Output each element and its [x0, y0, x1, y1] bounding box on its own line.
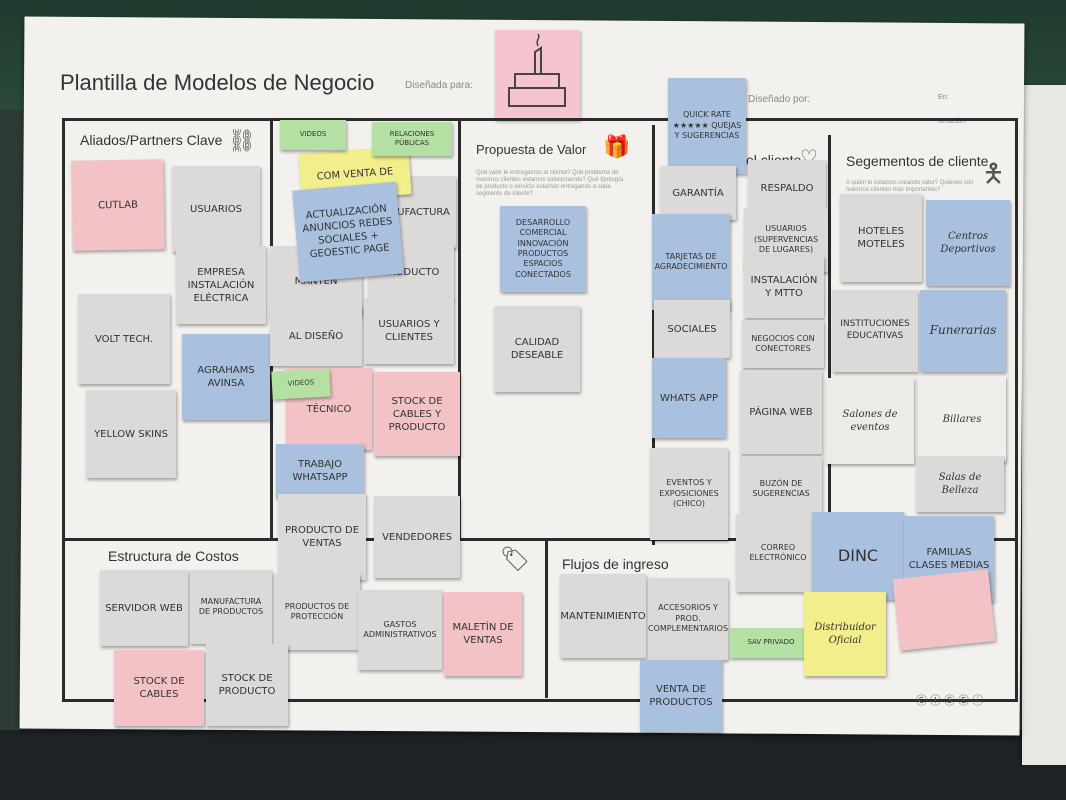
- sticky-note-funerarias: Funerarias: [920, 290, 1006, 372]
- section-title-revenue: Flujos de ingreso: [562, 556, 669, 572]
- sticky-note-stock-producto: STOCK DE PRODUCTO: [206, 644, 288, 726]
- license-icons: Ⓒ Ⓘ Ⓢ Ⓔ ⓘ: [916, 695, 984, 707]
- sticky-note-accesorios: ACCESORIOS Y PROD. COMPLEMENTARIOS: [648, 578, 728, 660]
- sticky-note-actualizacion: ACTUALIZACIÓN ANUNCIOS REDES SOCIALES + …: [292, 181, 404, 283]
- sticky-note-vendedores: VENDEDORES: [374, 496, 460, 578]
- sticky-note-instalacion: INSTALACIÓN Y MTTO: [744, 256, 824, 318]
- sticky-note-usuarios-clientes: USUARIOS Y CLIENTES: [364, 298, 454, 364]
- cake-icon: [508, 33, 566, 107]
- value-question-text: Qué valor le entregamos al cliente? Qué …: [476, 170, 624, 197]
- sticky-note-manufactura-productos: MANUFACTURA DE PRODUCTOS: [190, 570, 272, 644]
- sticky-note-productos-proteccion: PRODUCTOS DE PROTECCIÓN: [274, 574, 360, 650]
- sticky-note-dinc: DINC: [812, 512, 904, 600]
- iteration-label: Iteración:: [938, 118, 967, 125]
- sticky-note-distribuidor: Distribuidor Oficial: [804, 592, 886, 676]
- sticky-note-empresa: EMPRESA INSTALACIÓN ELÉCTRICA: [176, 246, 266, 324]
- sticky-note-sociales: SOCIALES: [654, 300, 730, 358]
- sticky-note-calidad: CALIDAD DESEABLE: [494, 306, 580, 392]
- sticky-note-tarjetas: TARJETAS DE AGRADECIMIENTO: [652, 214, 730, 310]
- sticky-note-centros-deportivos: Centros Deportivos: [926, 200, 1010, 286]
- date-label: En:: [938, 94, 949, 101]
- section-title-value: Propuesta de Valor: [476, 142, 587, 157]
- person-icon: 🯅: [982, 158, 1005, 188]
- grid-divider: [458, 120, 461, 540]
- sticky-note-pagina-web: PÁGINA WEB: [740, 370, 822, 454]
- section-title-costs: Estructura de Costos: [108, 548, 239, 564]
- canvas-grid-frame: [62, 118, 1018, 702]
- sticky-note-negocios: NEGOCIOS CON CONECTORES: [742, 320, 824, 368]
- sticky-note-usuarios: USUARIOS: [172, 166, 260, 252]
- sticky-note-whatsapp: WHATS APP: [652, 358, 726, 438]
- sticky-note-desarrollo: DESARROLLO COMERCIAL INNOVACIÓN PRODUCTO…: [500, 206, 586, 292]
- sticky-note-yellow-skins: YELLOW SKINS: [86, 390, 176, 478]
- sticky-note-venta-productos: VENTA DE PRODUCTOS: [640, 660, 722, 732]
- birthday-cake-note: [495, 30, 580, 120]
- grid-divider: [828, 135, 831, 545]
- sticky-note-instituciones: INSTITUCIONES EDUCATIVAS: [832, 290, 918, 372]
- designed-by-label: Diseñado por:: [748, 94, 811, 105]
- link-chain-icon: ⛓: [228, 128, 256, 153]
- sticky-note-hoteles: HOTELES MOTELES: [840, 194, 922, 282]
- sticky-note-videos: VIDEOS: [280, 120, 346, 150]
- gift-icon: 🎁: [603, 134, 631, 159]
- grid-divider: [545, 538, 548, 698]
- sticky-note-correo: CORREO ELECTRÓNICO: [736, 514, 820, 592]
- sticky-note-billares: Billares: [918, 376, 1006, 462]
- sticky-note-servidor-web: SERVIDOR WEB: [100, 570, 188, 646]
- sticky-note-mantenimiento-rev: MANTENIMIENTO: [560, 574, 646, 658]
- floor-background: [0, 730, 1066, 800]
- sticky-note-respaldo: RESPALDO: [748, 160, 826, 216]
- sticky-note-garantia: GARANTÍA: [660, 166, 736, 220]
- sticky-note-salones: Salones de eventos: [826, 378, 914, 464]
- sticky-note-cutlab: CUTLAB: [71, 159, 165, 251]
- grid-divider: [652, 125, 655, 545]
- grid-divider: [62, 538, 1015, 541]
- designed-for-label: Diseñada para:: [405, 80, 473, 91]
- sticky-note-stock-cables-cost: STOCK DE CABLES: [114, 650, 204, 726]
- section-title-segments: Segementos de cliente: [846, 153, 989, 169]
- sticky-note-stock-cables: STOCK DE CABLES Y PRODUCTO: [374, 372, 460, 456]
- section-title-partners: Aliados/Partners Clave: [80, 132, 223, 148]
- sticky-note-agrahams: AGRAHAMS AVINSA: [182, 334, 270, 420]
- sticky-note-maletin: MALETÍN DE VENTAS: [444, 592, 522, 676]
- sticky-note-trabajo: TRABAJO WHATSAPP: [276, 444, 364, 498]
- sticky-note-green-small: VIDEOS: [271, 368, 331, 400]
- sticky-note-eventos: EVENTOS Y EXPOSICIONES (CHICO): [650, 448, 728, 540]
- sticky-note-volt-tech: VOLT TECH.: [78, 294, 170, 384]
- sticky-note-quick-rate: QUICK RATE ★★★★★ QUEJAS Y SUGERENCIAS: [668, 78, 746, 174]
- segments-question-text: A quién le estamos creando valor? Quiene…: [846, 180, 974, 193]
- sticky-note-pink-segment: [892, 569, 996, 651]
- sticky-note-al-diseno: AL DISEÑO: [270, 306, 362, 366]
- sticky-note-privado: SAV PRIVADO: [730, 628, 812, 658]
- sticky-note-buzon: BUZÓN DE SUGERENCIAS: [740, 456, 822, 522]
- sticky-note-gastos: GASTOS ADMINISTRATIVOS: [358, 590, 442, 670]
- adjacent-paper-sheet: [1022, 85, 1066, 765]
- sticky-note-producto-ventas: PRODUCTO DE VENTAS: [278, 494, 366, 580]
- poster-title: Plantilla de Modelos de Negocio: [60, 70, 375, 95]
- sticky-note-belleza: Salas de Belleza: [916, 456, 1004, 512]
- price-tag-icon: 🏷: [500, 546, 531, 573]
- sticky-note-relaciones-publicas: RELACIONES PÚBLICAS: [372, 122, 452, 156]
